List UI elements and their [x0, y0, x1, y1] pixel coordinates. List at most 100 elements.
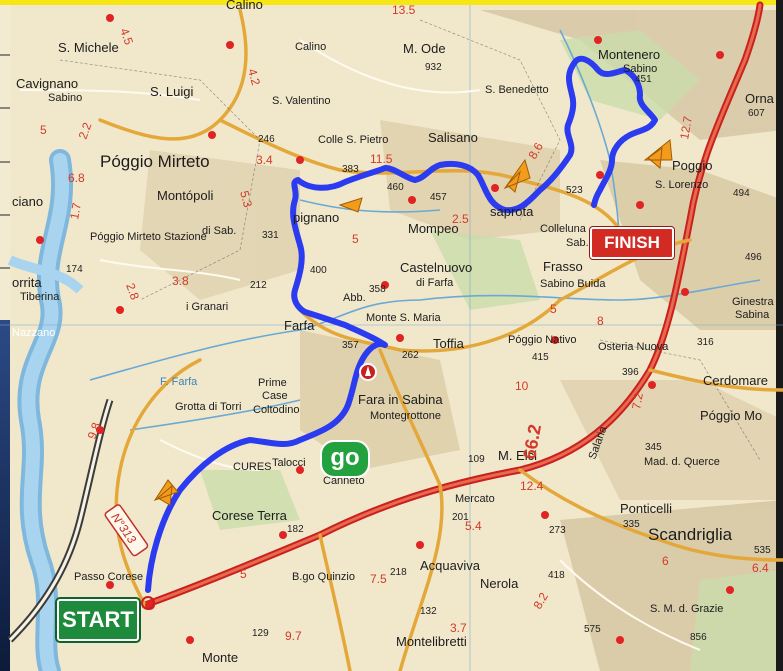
start-badge: START	[57, 599, 139, 641]
distance-labels: 13.5 4.5 4.2 2.2 5 6.8 3.4 5.3 11.5 8.6 …	[40, 3, 769, 643]
place-cavignano: Cavignano	[16, 76, 78, 91]
svg-text:201: 201	[452, 512, 469, 523]
svg-text:3.7: 3.7	[450, 621, 467, 635]
place-monte-bottom: Monte	[202, 650, 238, 665]
place-mercato: Mercato	[455, 493, 495, 505]
place-granari: i Granari	[186, 301, 228, 313]
svg-text:6: 6	[662, 554, 669, 568]
svg-text:4.5: 4.5	[117, 26, 136, 47]
svg-text:262: 262	[402, 350, 419, 361]
top-border	[0, 0, 783, 5]
place-toffia: Toffia	[433, 336, 465, 351]
svg-text:335: 335	[623, 519, 640, 530]
svg-text:396: 396	[622, 367, 639, 378]
place-poggio-mirteto: Póggio Mirteto	[100, 152, 210, 171]
place-colle-s-pietro: Colle S. Pietro	[318, 134, 388, 146]
svg-text:496: 496	[745, 252, 762, 263]
svg-text:357: 357	[342, 340, 359, 351]
place-casaprota: saprota	[490, 204, 534, 219]
arrow-icon	[503, 158, 531, 193]
svg-text:4.2: 4.2	[245, 67, 263, 87]
svg-text:11.5: 11.5	[370, 152, 393, 166]
place-montenero: Montenero	[598, 47, 660, 62]
place-prime: Prime	[258, 377, 287, 389]
svg-text:6.4: 6.4	[752, 561, 769, 575]
svg-text:607: 607	[748, 108, 765, 119]
place-calino-top: Calino	[226, 0, 263, 12]
svg-text:856: 856	[690, 632, 707, 643]
place-pignano: pignano	[293, 210, 339, 225]
svg-text:12.4: 12.4	[520, 479, 544, 493]
place-s-michele: S. Michele	[58, 40, 119, 55]
svg-text:132: 132	[420, 606, 437, 617]
place-calino: Calino	[295, 41, 326, 53]
place-tiberina: Tiberina	[20, 291, 60, 303]
place-farfa: Farfa	[284, 318, 315, 333]
place-poggio-nativo: Póggio Nativo	[508, 334, 577, 346]
svg-text:2.8: 2.8	[123, 281, 142, 302]
svg-text:9.8: 9.8	[85, 420, 104, 441]
svg-text:3.8: 3.8	[172, 274, 189, 288]
place-labels: Calino Calino S. Michele Cavignano Sabin…	[12, 0, 775, 665]
svg-text:12.7: 12.7	[677, 115, 695, 141]
arrow-icon	[643, 139, 673, 169]
tiber-river	[7, 149, 84, 671]
svg-text:246: 246	[258, 134, 275, 145]
place-case: Case	[262, 390, 288, 402]
place-ginestra: Ginestra	[732, 296, 774, 308]
svg-text:182: 182	[287, 524, 304, 535]
svg-text:358: 358	[369, 284, 386, 295]
place-mompeo: Mompeo	[408, 221, 459, 236]
place-di-sab: di Sab.	[202, 225, 236, 237]
place-s-m-grazie: S. M. d. Grazie	[650, 603, 723, 615]
svg-text:7.2: 7.2	[629, 391, 646, 410]
map-grid	[0, 5, 783, 671]
place-s-luigi: S. Luigi	[150, 84, 193, 99]
svg-text:13.5: 13.5	[392, 3, 416, 17]
svg-text:5: 5	[40, 123, 47, 137]
place-sabina-g: Sabina	[735, 309, 770, 321]
arrow-icon	[153, 479, 179, 506]
svg-text:10: 10	[515, 379, 529, 393]
place-s-benedetto: S. Benedetto	[485, 84, 549, 96]
place-ciano: ciano	[12, 194, 43, 209]
place-sabino-1: Sabino	[48, 92, 82, 104]
svg-text:174: 174	[66, 264, 83, 275]
svg-text:5.3: 5.3	[237, 189, 255, 209]
svg-text:316: 316	[697, 337, 714, 348]
place-coltodino: Coltodino	[253, 404, 299, 416]
place-passo-corese: Passo Corese	[74, 571, 143, 583]
svg-text:383: 383	[342, 164, 359, 175]
svg-text:494: 494	[733, 188, 750, 199]
svg-text:9.7: 9.7	[285, 629, 302, 643]
svg-text:5: 5	[550, 302, 557, 316]
elevation-labels: 932 451 607 246 383 460 457 523 494 496 …	[66, 62, 771, 643]
place-montegrottone: Montegrottone	[370, 410, 441, 422]
place-castelnuovo: Castelnuovo	[400, 260, 472, 275]
place-osteria-nuova: Osteria Nuova	[598, 341, 669, 353]
place-cerdomare: Cerdomare	[703, 373, 768, 388]
finish-badge: FINISH	[590, 227, 674, 259]
svg-text:1.7: 1.7	[67, 201, 84, 220]
svg-text:218: 218	[390, 567, 407, 578]
place-nazzano: Nazzano	[12, 327, 55, 339]
svg-text:535: 535	[754, 545, 771, 556]
place-cures: CURES	[233, 461, 272, 473]
svg-text:273: 273	[549, 525, 566, 536]
right-border	[776, 0, 783, 671]
minor-roads	[19, 39, 701, 651]
place-gorrita: orrita	[12, 275, 42, 290]
place-s-lorenzo: S. Lorenzo	[655, 179, 708, 191]
svg-text:5: 5	[240, 567, 247, 581]
place-sab: Sab.	[566, 237, 589, 249]
place-sabino-2: Sabino	[623, 63, 657, 75]
place-m-ode: M. Ode	[403, 41, 446, 56]
svg-text:8: 8	[597, 314, 604, 328]
place-monte-s-maria: Monte S. Maria	[366, 312, 441, 324]
svg-text:109: 109	[468, 454, 485, 465]
place-f-farfa: F. Farfa	[160, 376, 198, 388]
road-number-shield: N°313	[104, 504, 149, 557]
start-point	[141, 596, 155, 610]
